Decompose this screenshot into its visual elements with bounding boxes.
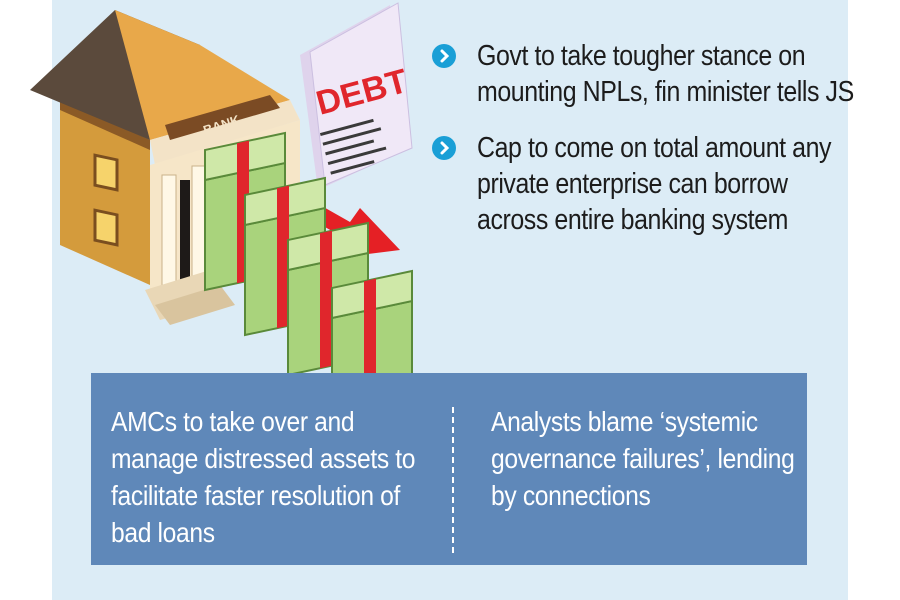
bullet-item: Cap to come on total amount any private … [432, 130, 842, 238]
chevron-right-circle-icon [432, 44, 456, 68]
debt-document: DEBT [300, 2, 413, 190]
bullet-item: Govt to take tougher stance on mounting … [432, 38, 854, 110]
bullet-list: Govt to take tougher stance on mounting … [432, 38, 854, 258]
chevron-right-circle-icon [432, 136, 456, 160]
bullet-text: Cap to come on total amount any private … [477, 132, 832, 236]
money-stacks [204, 131, 413, 410]
bullet-text: Govt to take tougher stance on mounting … [477, 40, 854, 108]
summary-box: AMCs to take over and manage distressed … [91, 373, 807, 565]
summary-right-text: Analysts blame ‘systemic governance fail… [491, 406, 795, 511]
summary-left-text: AMCs to take over and manage distressed … [111, 406, 416, 548]
dashed-divider [452, 407, 454, 553]
